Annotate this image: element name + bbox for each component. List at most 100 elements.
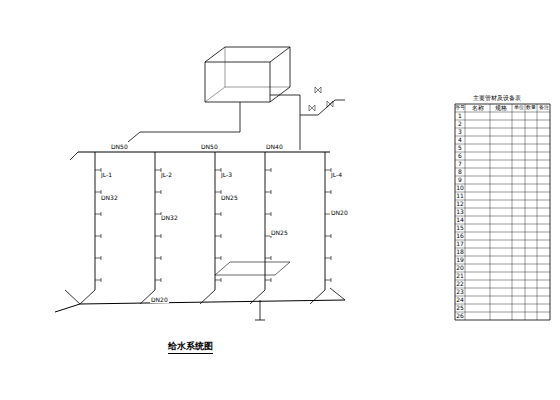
pipe-line [95,236,101,237]
table-cell: 10 [455,185,465,191]
pipe-line [221,190,222,194]
table-heading: 主要管材及设备表 [472,95,522,101]
table-cell: 15 [455,225,465,231]
pipe-line [271,190,272,194]
pipe-line [325,258,331,259]
pipe-line [455,224,550,225]
pipe-line [310,290,325,304]
pipe-line [221,256,222,260]
pipe-line [215,152,216,290]
pipe-size: DN20 [150,297,169,303]
pipe-line [161,234,162,238]
pipe-line [155,152,156,290]
table-cell: 24 [455,297,465,303]
table-header-cell: 单位 [513,105,525,110]
pipe-line [331,278,332,282]
pipe-line [455,200,550,201]
pipe-line [455,256,550,257]
table-header-cell: 规格 [494,105,508,111]
pipe-line [455,152,550,153]
pipe-line [65,290,80,304]
pipe-line [455,184,550,185]
pipe-line [512,104,513,320]
pipe-size: DN20 [330,210,349,216]
pipe-line [155,192,161,193]
pipe-line [95,214,101,215]
pipe-size: DN40 [265,144,284,150]
pipe-line [155,258,161,259]
pipe-line [265,152,266,290]
pipe-line [455,192,550,193]
pipe-line [331,190,332,194]
pipe-line [455,136,550,137]
pipe-line [140,102,240,132]
pipe-line [455,232,550,233]
table-cell: 22 [455,281,465,287]
pipe-line [315,87,321,93]
table-header-cell: 数量 [525,105,537,110]
pipe-line [327,101,333,107]
pipe-line [455,144,550,145]
pipe-line [455,176,550,177]
pipe-line [260,300,261,320]
pipe-line [265,258,271,259]
pipe-line [455,240,550,241]
pipe-line [330,288,345,300]
pipe-line [271,168,272,172]
pipe-line [101,234,102,238]
pipe-line [270,95,345,115]
pipe-line [455,168,550,169]
table-cell: 21 [455,273,465,279]
riser-tag: JL-3 [220,172,233,178]
pipe-line [331,256,332,260]
table-cell: 19 [455,257,465,263]
drawing-title: 给水系统图 [168,340,213,354]
pipe-line [455,248,550,249]
pipe-line [205,47,225,102]
pipe-line [455,280,550,281]
pipe-line [95,258,101,259]
pipe-line [155,280,161,281]
table-cell: 1 [457,113,463,119]
table-cell: 23 [455,289,465,295]
riser-tag: JL-1 [100,172,113,178]
pipe-line [455,320,550,321]
table-cell: 5 [457,145,463,151]
pipe-line [205,47,290,62]
pipe-line [325,236,331,237]
pipe-line [455,264,550,265]
pipe-line [270,47,290,102]
pipe-line [205,62,270,102]
table-cell: 3 [457,129,463,135]
pipe-line [161,278,162,282]
pipe-line [101,190,102,194]
pipe-line [265,192,271,193]
table-cell: 7 [457,161,463,167]
pipe-line [455,312,550,313]
table-header-cell: 备注 [538,105,550,110]
pipe-line [215,258,221,259]
pipe-line [465,104,466,320]
pipe-line [78,152,330,153]
pipe-line [271,212,272,216]
pipe-line [325,170,331,171]
pipe-line [455,304,550,305]
pipe-line [325,192,331,193]
pipe-line [271,278,272,282]
table-cell: 14 [455,217,465,223]
table-cell: 4 [457,137,463,143]
pipe-line [455,160,550,161]
pipe-line [265,170,271,171]
table-cell: 6 [457,153,463,159]
pipe-line [455,208,550,209]
pipe-size: DN25 [220,195,239,201]
pipe-line [95,280,101,281]
table-cell: 2 [457,121,463,127]
riser-tag: JL-4 [330,172,343,178]
pipe-line [155,170,161,171]
riser-tag: JL-2 [160,172,173,178]
pipe-size: DN32 [160,215,179,221]
pipe-line [128,132,140,142]
pipe-line [155,236,161,237]
